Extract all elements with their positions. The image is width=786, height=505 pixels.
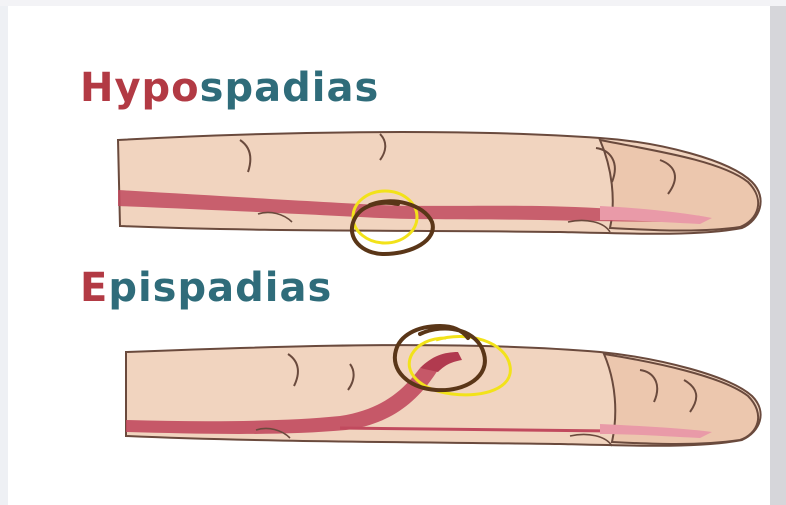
- hypospadias-illustration: [118, 132, 761, 254]
- epispadias-illustration: [126, 326, 761, 446]
